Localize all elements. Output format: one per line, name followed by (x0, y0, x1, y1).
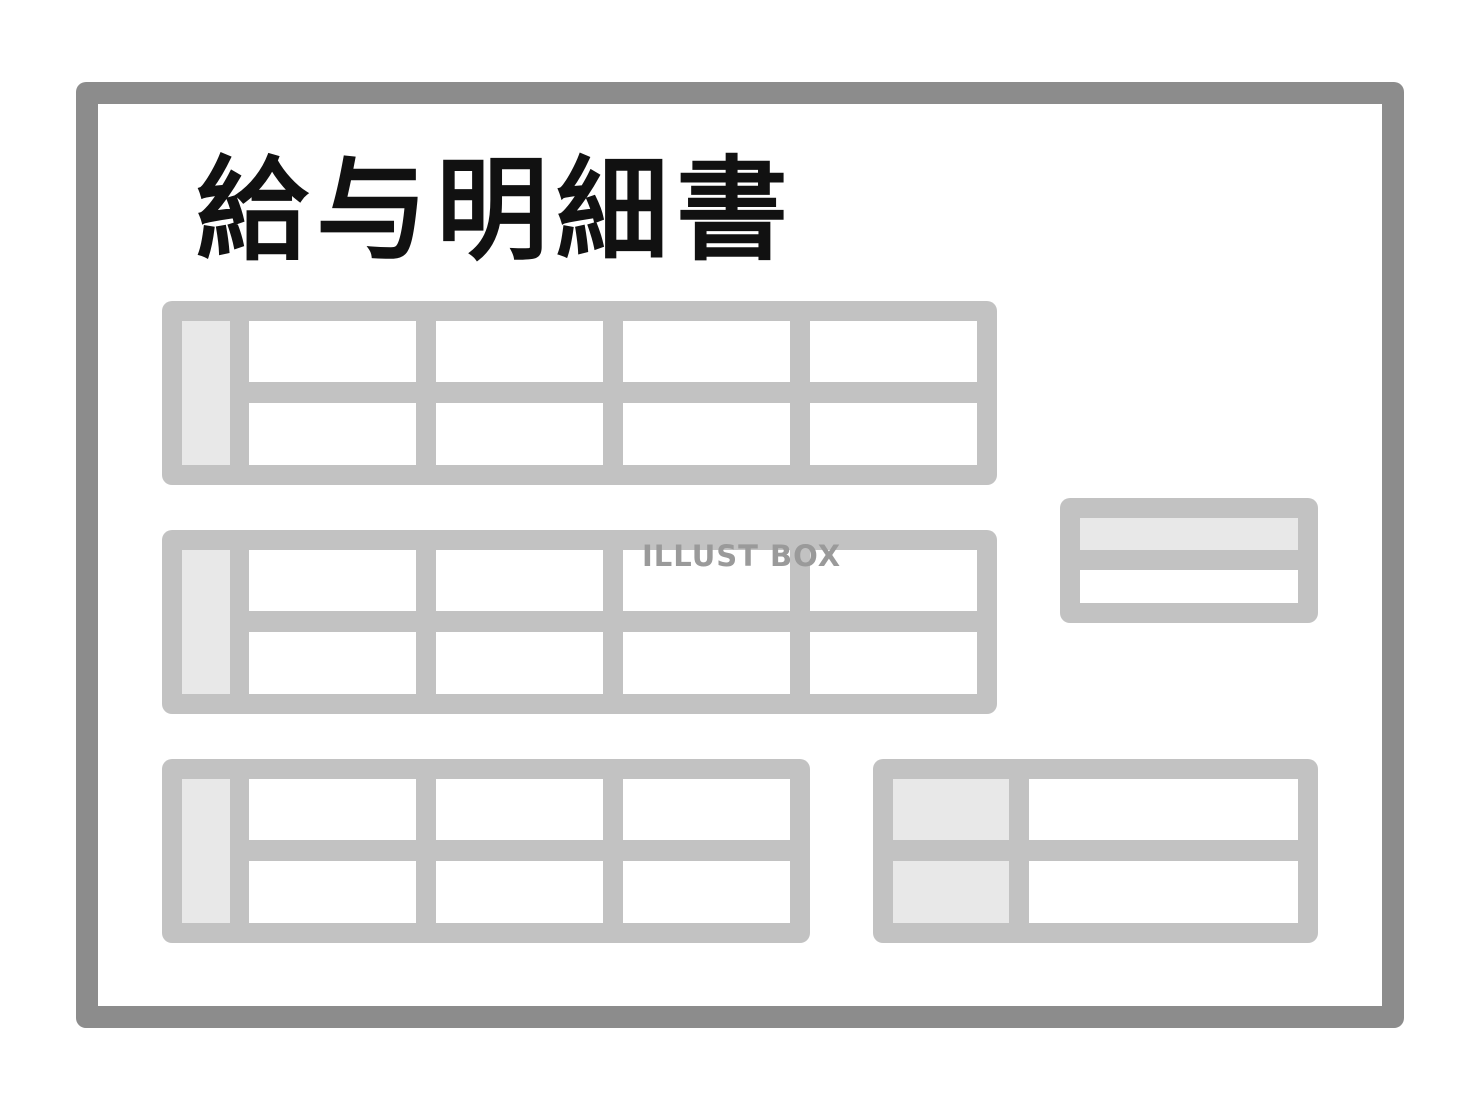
table-cell (436, 632, 603, 694)
table-row-header (182, 779, 230, 923)
table-cell (1029, 861, 1298, 923)
attendance-table (162, 759, 810, 943)
table-row-header (182, 321, 230, 465)
watermark-text: ILLUST BOX (642, 539, 842, 573)
table-cell (249, 321, 416, 382)
document-title: 給与明細書 (196, 146, 796, 276)
table-cell (623, 632, 790, 694)
table-cell (1029, 779, 1298, 840)
table-cell (810, 632, 977, 694)
table-cell (810, 403, 977, 465)
table-row-header (893, 779, 1009, 840)
table-cell (436, 779, 603, 840)
table-cell (249, 779, 416, 840)
summary-box-header (1080, 518, 1298, 550)
table-cell (623, 403, 790, 465)
earnings-table (162, 301, 997, 485)
table-cell (810, 321, 977, 382)
table-row-header (893, 861, 1009, 923)
table-cell (623, 550, 790, 611)
table-cell (436, 321, 603, 382)
table-cell (249, 632, 416, 694)
summary-box-value (1080, 570, 1298, 603)
table-cell (436, 550, 603, 611)
table-cell (623, 779, 790, 840)
table-row-header (182, 550, 230, 694)
table-cell (810, 550, 977, 611)
table-cell (249, 550, 416, 611)
table-cell (436, 861, 603, 923)
deductions-table (162, 530, 997, 714)
table-cell (249, 403, 416, 465)
table-cell (436, 403, 603, 465)
table-cell (249, 861, 416, 923)
table-cell (623, 861, 790, 923)
table-cell (623, 321, 790, 382)
net-pay-table (873, 759, 1318, 943)
summary-box (1060, 498, 1318, 623)
